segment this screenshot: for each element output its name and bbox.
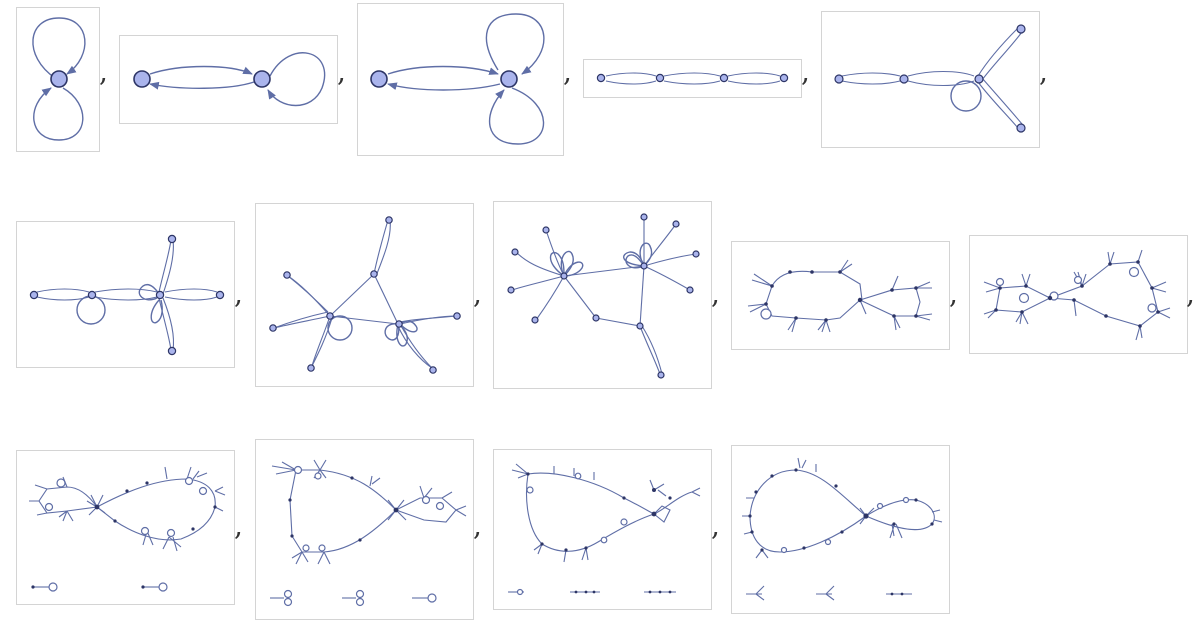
graph-8-canvas (507, 213, 700, 379)
graph-4-canvas (596, 72, 789, 85)
separator-7: , (473, 277, 482, 310)
graph-8-node-7 (507, 286, 515, 294)
graph-4-node-4 (779, 73, 789, 83)
separator-9: , (949, 277, 958, 310)
graph-10 (969, 235, 1188, 354)
graph-5-canvas (834, 24, 1026, 133)
graph-6-node-3 (155, 290, 165, 300)
graph-2-node-b (253, 70, 271, 88)
graph-1-canvas (32, 17, 86, 141)
graph-2-node-a (133, 70, 151, 88)
graph-4-node-3 (719, 73, 729, 83)
graph-6-node-1 (29, 290, 39, 300)
graph-7-node-5 (283, 271, 291, 279)
graph-8-node-3 (592, 314, 600, 322)
graph-13 (493, 449, 712, 610)
graph-9-canvas (747, 259, 933, 333)
graph-5-node-3 (974, 74, 984, 84)
graph-7-canvas (269, 216, 461, 374)
separator-13: , (711, 509, 720, 542)
graph-3-node-b (500, 70, 518, 88)
graph-13-canvas (508, 463, 701, 596)
graph-1-node (50, 70, 68, 88)
graph-7-node-2 (326, 312, 334, 320)
graph-5-node-5 (1016, 123, 1026, 133)
graph-12 (255, 439, 474, 620)
separator-10: , (1186, 277, 1195, 310)
graph-8-node-1 (560, 272, 568, 280)
graph-1 (16, 7, 100, 152)
graph-11-canvas (29, 466, 226, 592)
separator-1: , (99, 55, 108, 88)
graph-7-node-3 (395, 320, 403, 328)
separator-12: , (473, 509, 482, 542)
graph-4-node-1 (596, 73, 606, 83)
graph-5-node-4 (1016, 24, 1026, 34)
graph-7-node-1 (370, 270, 378, 278)
separator-5: , (1039, 55, 1048, 88)
graph-5 (821, 11, 1040, 148)
separator-11: , (234, 509, 243, 542)
graph-7 (255, 203, 474, 387)
graph-7-node-7 (307, 364, 315, 372)
graph-6-node-5 (167, 234, 177, 244)
graph-8-node-4 (636, 322, 644, 330)
graph-3-canvas (370, 13, 545, 145)
graph-10-canvas (983, 249, 1171, 341)
graph-2-canvas (133, 52, 326, 107)
graph-9 (731, 241, 950, 350)
graph-8-node-2 (640, 262, 648, 270)
graph-4 (583, 59, 802, 98)
graph-6-canvas (29, 234, 225, 356)
graph-11 (16, 450, 235, 605)
graph-8-node-11 (692, 250, 700, 258)
graph-8-node-12 (686, 286, 694, 294)
graph-7-node-9 (429, 366, 437, 374)
separator-3: , (563, 55, 572, 88)
graph-5-node-1 (834, 74, 844, 84)
graph-8-node-13 (657, 371, 665, 379)
graph-6-node-6 (167, 346, 177, 356)
graph-6-node-4 (215, 290, 225, 300)
separator-4: , (801, 55, 810, 88)
graph-14-canvas (742, 457, 943, 601)
graph-14 (731, 445, 950, 614)
graph-6-node-2 (87, 290, 97, 300)
graph-8-node-10 (672, 220, 680, 228)
graph-8-node-6 (511, 248, 519, 256)
graph-5-node-2 (899, 74, 909, 84)
graph-7-node-6 (269, 324, 277, 332)
graph-8 (493, 201, 712, 389)
graph-3 (357, 3, 564, 156)
graph-12-canvas (270, 459, 467, 607)
separator-2: , (337, 55, 346, 88)
graph-7-node-4 (385, 216, 393, 224)
graph-4-node-2 (655, 73, 665, 83)
separator-6: , (234, 277, 243, 310)
graph-8-node-8 (531, 316, 539, 324)
graph-7-node-8 (453, 312, 461, 320)
graph-8-node-5 (542, 226, 550, 234)
graph-8-node-9 (640, 213, 648, 221)
graph-6 (16, 221, 235, 368)
separator-8: , (711, 277, 720, 310)
graph-2 (119, 35, 338, 124)
graph-3-node-a (370, 70, 388, 88)
